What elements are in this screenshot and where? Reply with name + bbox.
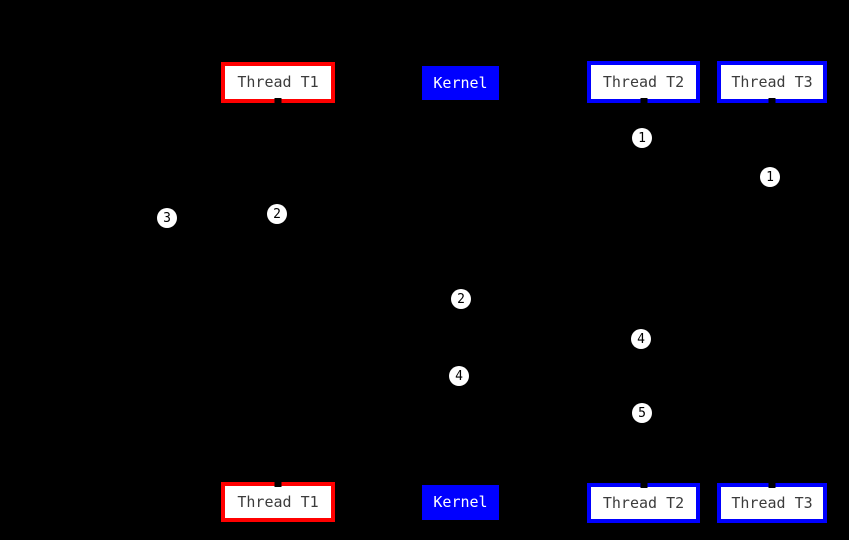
step-circle: 1 — [632, 128, 652, 148]
thread-t3-label-top: Thread T3 — [731, 72, 813, 91]
lifeline-notch — [768, 98, 776, 103]
thread-t2-label-top: Thread T2 — [602, 72, 685, 91]
step-circle: 3 — [157, 208, 177, 228]
kernel-box-top: Kernel — [422, 66, 499, 100]
kernel-box-bottom: Kernel — [422, 485, 499, 520]
thread-t1-label-bottom: Thread T1 — [237, 492, 319, 511]
lifeline-notch — [768, 483, 776, 488]
thread-t1-box-bottom: Thread T1 — [221, 482, 335, 522]
kernel-label-top: Kernel — [433, 73, 488, 92]
step-circle: 2 — [451, 289, 471, 309]
thread-t3-box-top: Thread T3 — [717, 61, 827, 103]
thread-t2-box-top: Thread T2 — [587, 61, 700, 103]
lifeline-notch — [274, 482, 282, 487]
lifeline-notch — [274, 98, 282, 103]
lifeline-notch — [640, 98, 647, 103]
thread-t2-label-bottom: Thread T2 — [602, 493, 685, 512]
thread-t2-box-bottom: Thread T2 — [587, 483, 700, 523]
thread-t1-label-top: Thread T1 — [237, 73, 319, 91]
thread-t3-box-bottom: Thread T3 — [717, 483, 827, 523]
thread-t1-box-top: Thread T1 — [221, 62, 335, 103]
step-circle: 2 — [267, 204, 287, 224]
step-circle: 1 — [760, 167, 780, 187]
step-circle: 4 — [449, 366, 469, 386]
step-circle: 5 — [632, 403, 652, 423]
lifeline-notch — [640, 483, 647, 488]
kernel-label-bottom: Kernel — [433, 493, 488, 511]
thread-t3-label-bottom: Thread T3 — [731, 493, 813, 512]
step-circle: 4 — [631, 329, 651, 349]
